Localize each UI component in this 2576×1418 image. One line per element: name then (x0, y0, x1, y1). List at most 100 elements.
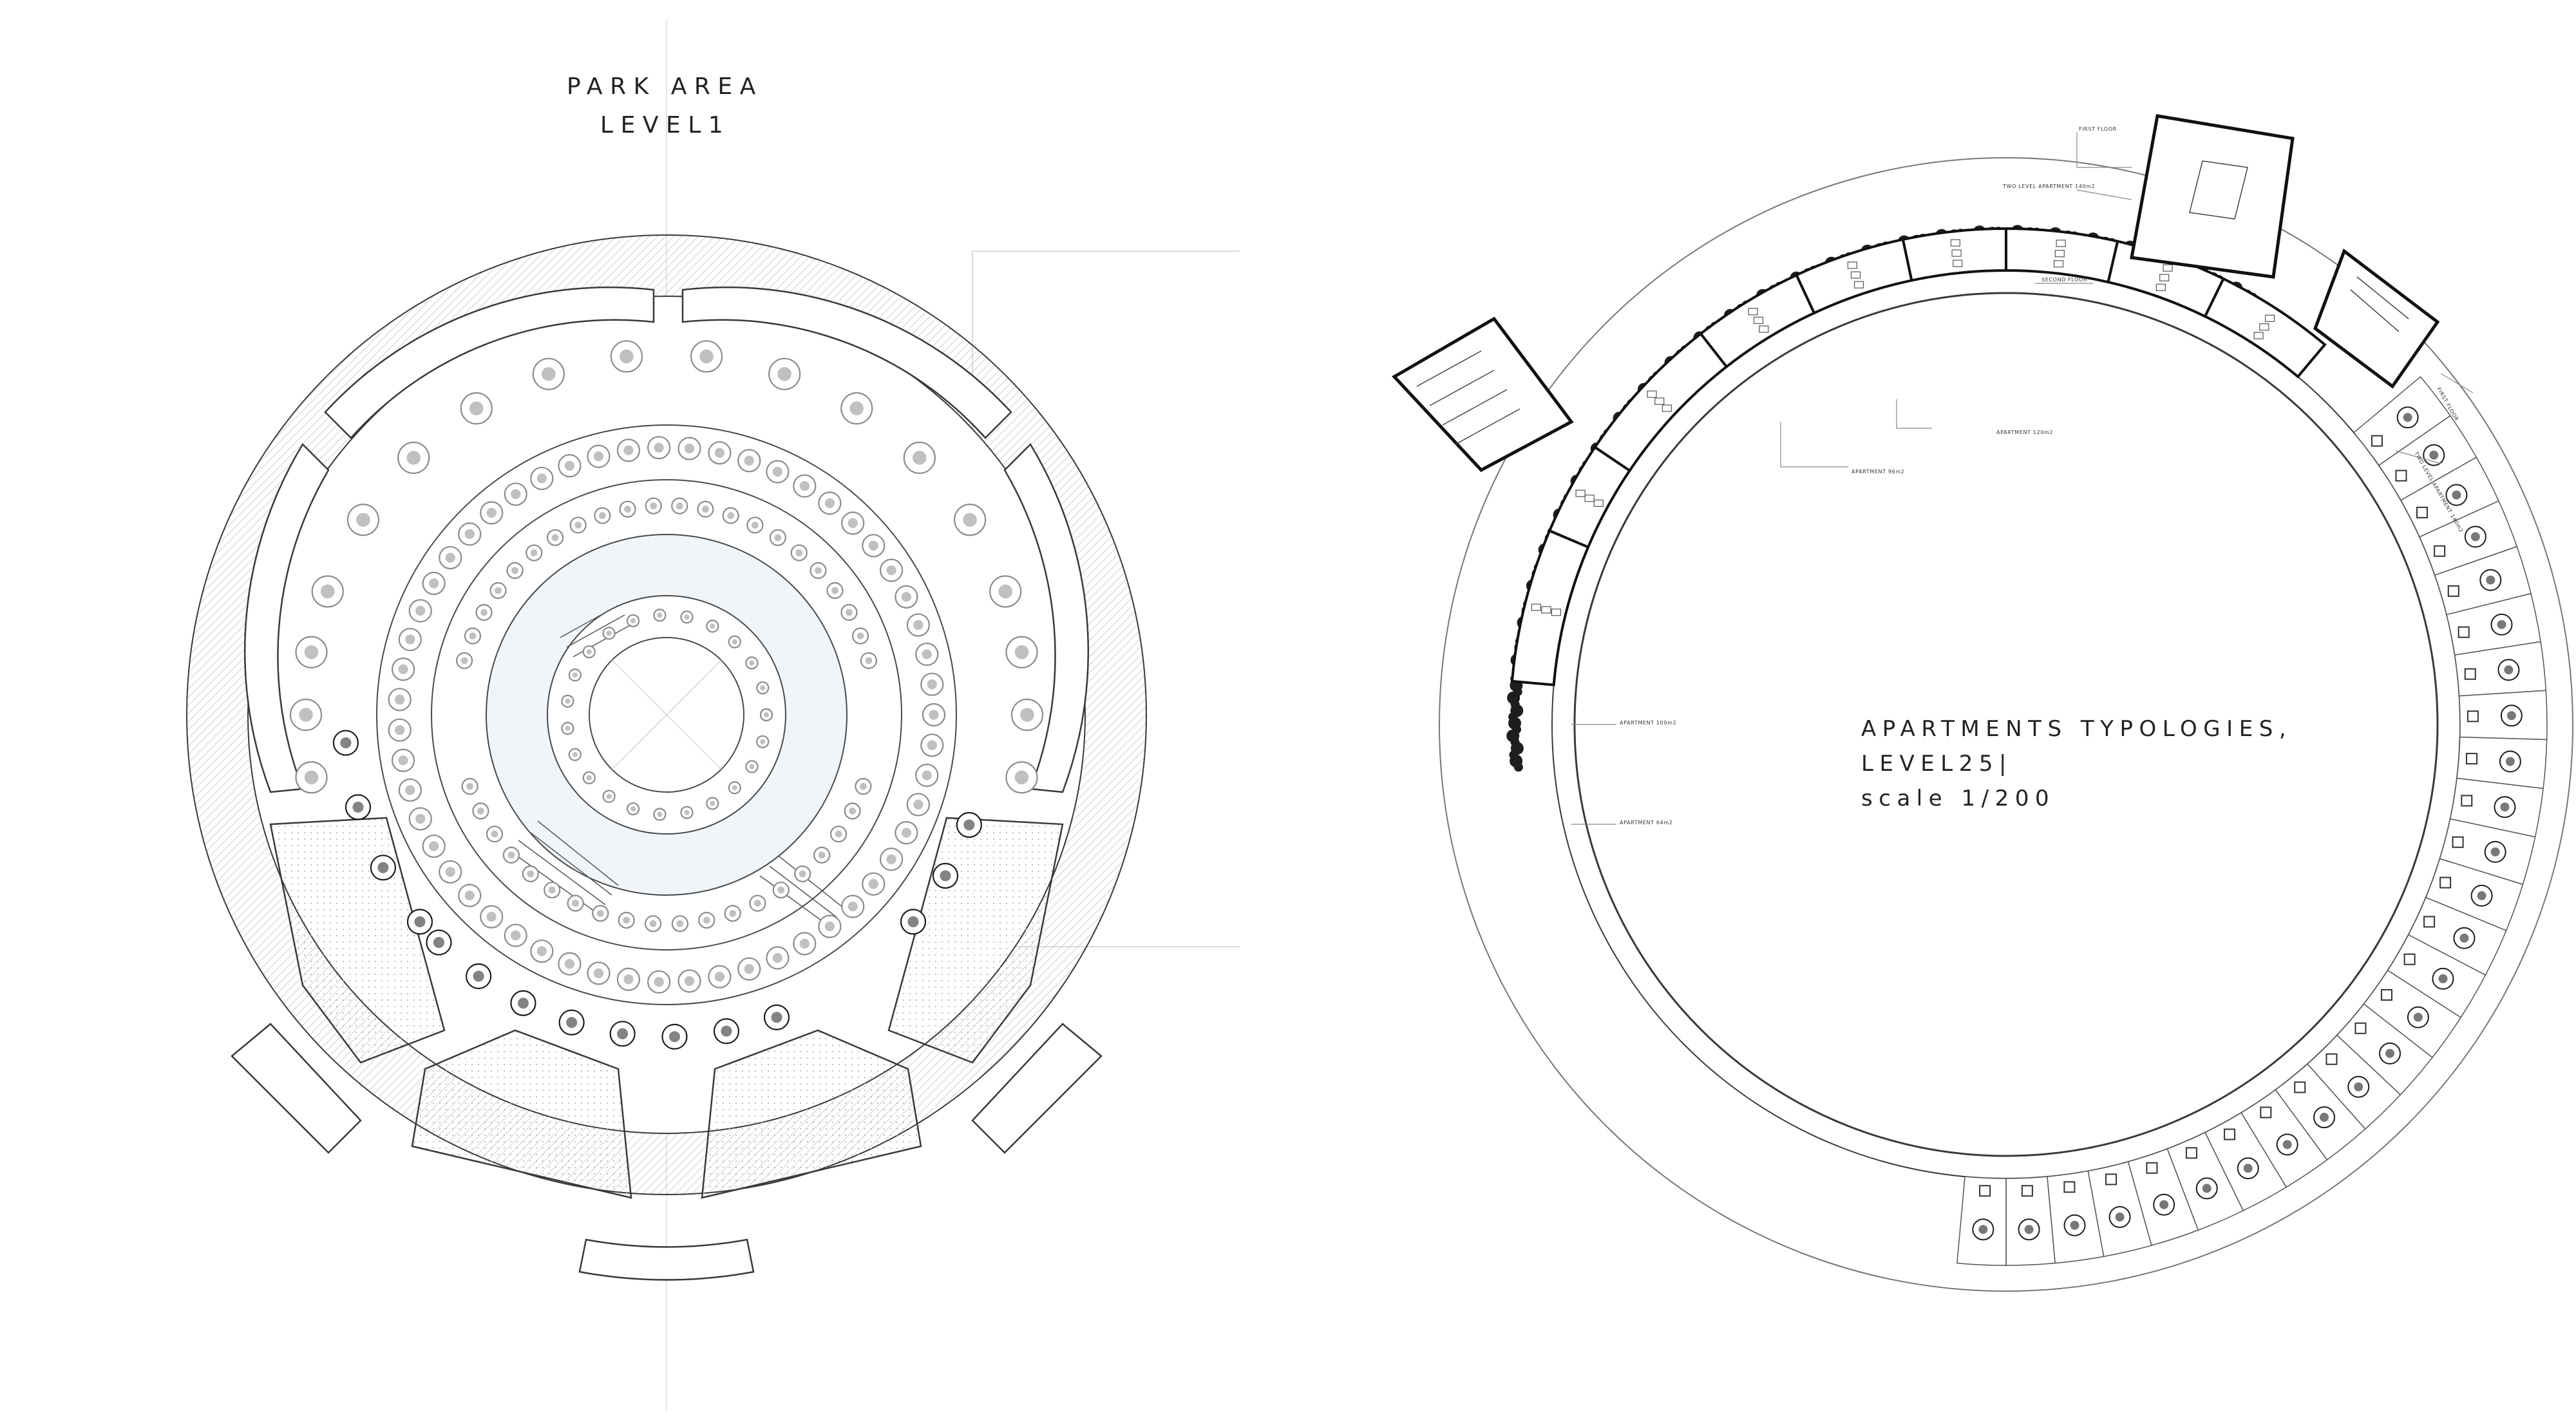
apartments-title: APARTMENTS TYPOLOGIES, LEVEL25| scale 1/… (1861, 712, 2292, 816)
park-tree-ring-core (486, 911, 497, 922)
park-tree-ring-core (564, 460, 575, 471)
garden-tree-core (2354, 1082, 2363, 1092)
callout-apartment-a: APARTMENT 120m2 (1996, 430, 2054, 435)
park-tree-ring-core (428, 841, 439, 851)
park-tree-inner-core (857, 632, 864, 639)
callout-first-floor-1: FIRST FLOOR (2079, 126, 2117, 132)
garden-tree-core (2477, 891, 2486, 900)
park-tree-outer-core (913, 451, 927, 465)
park-tree-dark-left-core (340, 737, 352, 749)
garden-tree-core (2413, 1012, 2423, 1022)
garden-tree-core (2486, 575, 2496, 585)
park-tree-ring-core (913, 619, 923, 630)
callout-two-level-apt-1: TWO LEVEL APARTMENT 140m2 (2003, 184, 2096, 189)
park-tree-inner-low-core (596, 909, 604, 917)
park-tree-ring-core (395, 694, 405, 704)
park-tree-outer-core (406, 451, 421, 465)
unit-upper-top (2130, 114, 2295, 279)
park-tree-core-core (586, 775, 592, 780)
park-tree-ring-core (868, 879, 878, 889)
park-tree-dark-left-core (352, 801, 364, 813)
callout-apartment-c: APARTMENT 100m2 (1620, 720, 1677, 726)
garden-window (2439, 876, 2452, 889)
park-tree-ring-core (848, 901, 858, 912)
park-tree-ring-core (405, 785, 415, 795)
park-tree-ring-core (428, 578, 439, 589)
callout-apartment-b: APARTMENT 96m2 (1852, 469, 1905, 475)
park-tree-ring-core (623, 445, 634, 455)
unit-upper-left (1392, 316, 1574, 473)
garden-tree-core (2452, 490, 2461, 500)
park-tree-dark-core (433, 937, 444, 949)
garden-tree-core (2470, 532, 2480, 542)
leader-two-level-2 (2395, 450, 2441, 464)
park-tree-ring-core (593, 451, 604, 462)
park-tree-ring-core (799, 480, 810, 491)
garden-window (1979, 1185, 1991, 1197)
garden-tree-core (2385, 1048, 2395, 1058)
garden-tree-core (2429, 450, 2439, 460)
edge-block-bottom-right (971, 1023, 1103, 1154)
furniture-item (2155, 283, 2166, 291)
arc-building-top-right (681, 286, 1012, 439)
park-tree-inner-core (469, 632, 477, 639)
park-tree-ring-core (901, 827, 912, 838)
pavilion-right (887, 817, 1064, 1064)
park-tree-dark-core (771, 1012, 782, 1023)
projected-units-detail (1416, 160, 2409, 445)
apartment-units (1510, 227, 2327, 686)
stair-left (1416, 350, 1520, 445)
park-tree-ring-core (623, 974, 634, 985)
park-tree-core-core (606, 630, 612, 636)
furniture-item (1748, 308, 1758, 316)
garden-tree-core (2320, 1113, 2329, 1122)
callout-leaders (1571, 132, 2474, 825)
park-tree-ring-core (395, 725, 405, 735)
park-tree-outer-core (998, 584, 1013, 599)
garden-segments (1956, 376, 2548, 1266)
park-tree-core-core (565, 698, 571, 704)
park-tree-outer-left-core (304, 645, 319, 659)
furniture-item (1753, 316, 1764, 325)
park-title-line1: PARK AREA (567, 73, 763, 100)
furniture-item (1850, 271, 1861, 279)
lower-pavilions (269, 817, 1064, 1199)
park-tree-ring-core (405, 634, 415, 645)
garden-window (2294, 1081, 2306, 1093)
park-tree-outer-core (469, 401, 484, 415)
park-title-line2: LEVEL1 (600, 112, 731, 138)
garden-tree-core (2024, 1225, 2034, 1234)
park-tree-ring-core (922, 649, 932, 659)
garden-tree-core (2497, 619, 2506, 629)
park-tree-inner-core (551, 534, 559, 542)
park-tree-core-core (572, 672, 578, 678)
park-tree-ring-core (922, 770, 932, 780)
garden-window (2021, 1185, 2033, 1197)
apartment-unit (1510, 529, 1590, 686)
park-tree-inner-core (676, 502, 683, 510)
park-tree-ring-core (929, 710, 939, 720)
edge-block-bottom-left (231, 1023, 362, 1154)
apt-title-line2: LEVEL25| (1861, 751, 2012, 777)
park-tree-inner-core (774, 534, 782, 542)
park-tree-ring-core (415, 605, 426, 616)
park-tree-core-core (749, 764, 755, 770)
park-tree-ring-core (927, 740, 937, 750)
apartment-unit (2005, 227, 2119, 284)
furniture-item (1551, 609, 1561, 616)
park-area-plan (186, 19, 1240, 1410)
park-tree-inner-low-core (849, 808, 857, 815)
park-tree-ring-core (464, 529, 475, 540)
park-tree-dark-core (617, 1028, 629, 1039)
park-tree-inner-low-core (860, 782, 867, 790)
outer-edge-blocks (231, 1023, 1103, 1281)
park-tree-core-core (749, 660, 755, 666)
apartment-unit (1794, 238, 1913, 315)
park-tree-inner-low-core (799, 870, 806, 878)
furniture-item (2159, 274, 2170, 281)
park-tree-inner-core (727, 512, 735, 520)
park-tree-core-core (760, 685, 766, 691)
garden-window (2260, 1106, 2272, 1119)
garden-tree-core (2159, 1200, 2169, 1209)
garden-tree-core (2202, 1184, 2211, 1193)
